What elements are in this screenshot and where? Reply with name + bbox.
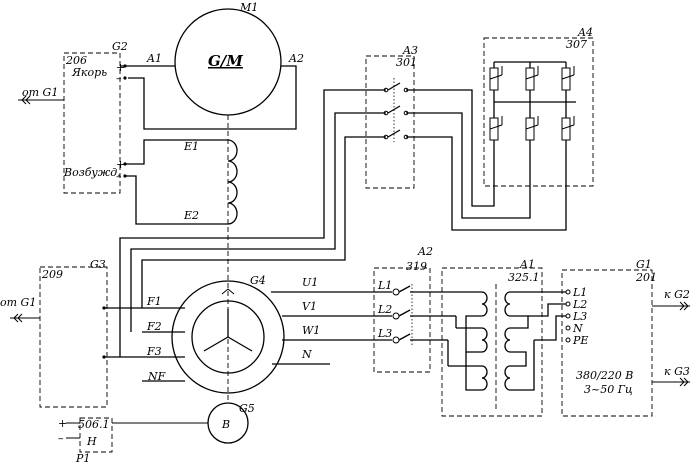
m1-terminal-a1: A1 [146,52,162,65]
m1-motor-symbol: G/M [208,52,243,70]
m1-terminal-a2: A2 [288,52,304,65]
g3-to-g4-wires [104,307,185,382]
tacho-g5: B G5 [112,402,255,444]
g2-plus-1: + [116,61,125,74]
a1-code: 325.1 [508,271,540,284]
p1-code: 506.1 [78,418,110,431]
a2-l2: L2 [377,303,392,316]
winding-e2: E2 [183,209,199,222]
a1-to-g1-wires [528,291,566,341]
g2-plus-2: + [116,158,125,171]
generator-g4: G4 F1 F2 F3 NF U1 V1 W1 N [146,274,320,394]
g5-label: G5 [239,402,255,415]
armature-wiring [120,65,297,130]
g2-minus-1: – [116,72,122,85]
p1-sign: Н [86,435,97,448]
a1-label: A1 [519,258,535,271]
block-a2: A2 319 L1 L2 L3 [373,245,442,373]
g4-nf: NF [147,370,166,383]
a2-code: 319 [406,260,427,273]
block-a1: A1 325.1 [441,258,543,417]
g1-label: G1 [636,258,652,271]
p1-label: P1 [75,452,90,465]
g4-label: G4 [250,274,266,287]
a3-code: 301 [396,56,417,69]
block-g1: G1 201 L1 L2 L3 N PE 380/220 В 3~50 Гц к… [561,258,690,417]
g1-n: N [572,322,583,335]
p1-plus: + [58,417,67,430]
g1-l1: L1 [572,286,587,299]
block-p1: 506.1 Н P1 + – [58,417,113,465]
g4-v1: V1 [302,300,317,313]
g1-frequency: 3~50 Гц [584,383,633,396]
g1-l2: L2 [572,298,587,311]
a3-to-a4-wires [406,89,567,231]
g1-output-g2: к G2 [664,288,690,301]
motor-m1: M1 G/M A1 A2 [146,1,304,116]
g1-output-g3: к G3 [664,365,690,378]
a2-label: A2 [417,245,433,258]
g3-input-label: от G1 [0,296,36,309]
block-a3: A3 301 [365,44,418,189]
g2-minus-2: – [116,170,122,183]
g5-symbol: B [221,418,230,431]
winding-e1: E1 [183,140,199,153]
g2-label: G2 [112,40,128,53]
g2-armature-label: Якорь [71,66,107,79]
g4-f1: F1 [146,295,162,308]
g3-code: 209 [41,268,63,281]
g4-u1: U1 [302,276,318,289]
g2-input-label: от G1 [22,86,58,99]
g3-label: G3 [90,258,106,271]
m1-label: M1 [239,1,258,14]
g4-n: N [301,348,312,361]
g4-f2: F2 [146,320,162,333]
a4-code: 307 [566,38,587,51]
p1-minus: – [58,432,64,445]
g4-f3: F3 [146,345,162,358]
block-a4: A4 307 [483,26,594,187]
excitation-winding: E1 E2 [125,139,238,225]
block-g2: 206 G2 Якорь Возбужд. + – + – от G1 [18,40,128,194]
g1-code: 201 [635,271,657,284]
a4-label: A4 [577,26,593,39]
g2-code: 206 [65,54,87,67]
g2-excitation-label: Возбужд. [63,166,121,179]
g1-voltage: 380/220 В [576,369,633,382]
g1-l3: L3 [572,310,587,323]
a2-l1: L1 [377,279,392,292]
a2-l3: L3 [377,327,392,340]
g4-w1: W1 [302,324,320,337]
block-g3: 209 G3 от G1 [0,258,108,408]
rotor-feed-wires [119,89,386,357]
g1-pe: PE [572,334,588,347]
a3-label: A3 [402,44,418,57]
